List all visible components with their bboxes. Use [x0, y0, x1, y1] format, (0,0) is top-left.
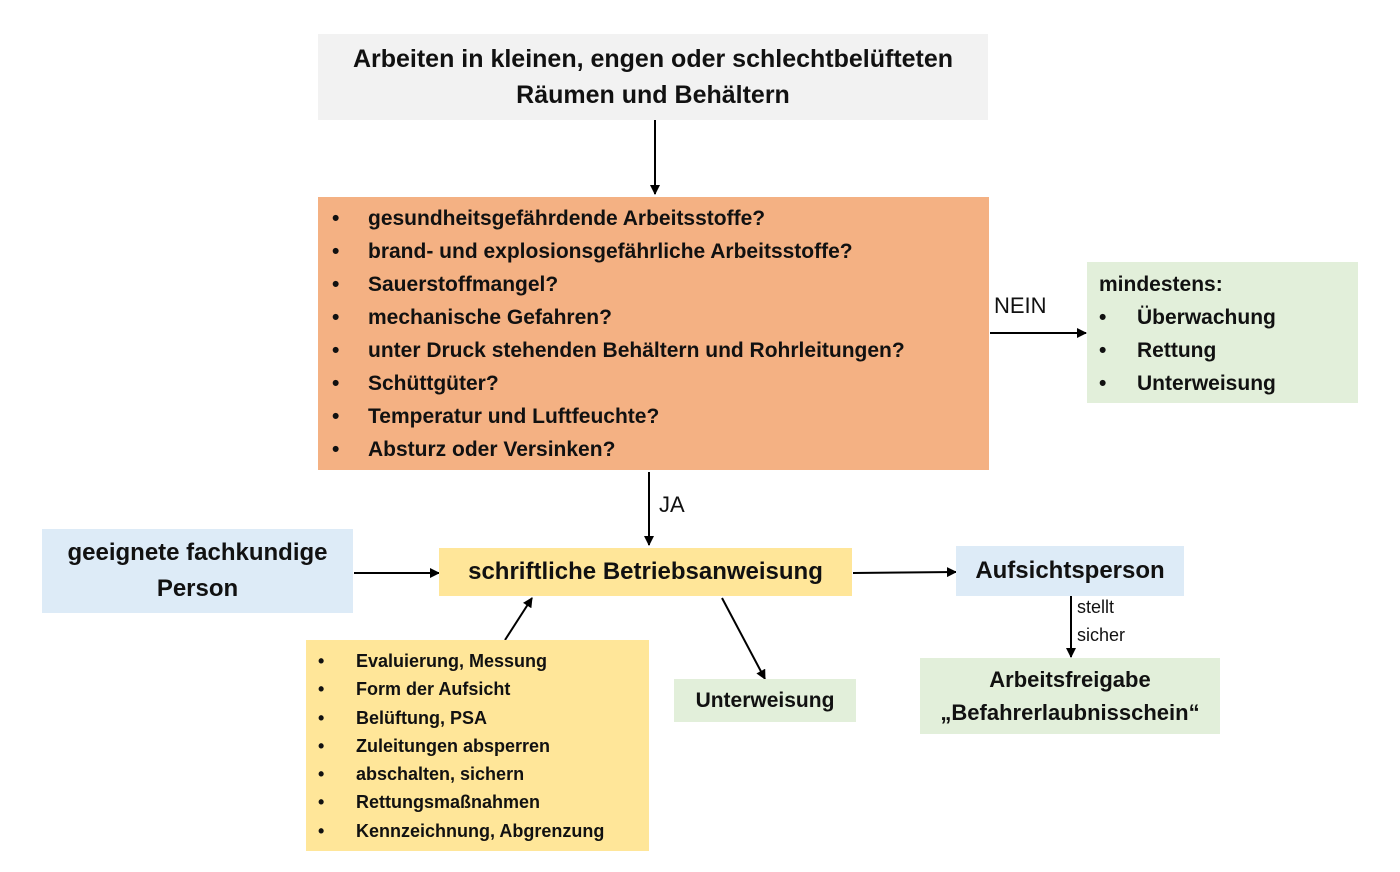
hazard-item: unter Druck stehenden Behältern und Rohr… [332, 334, 989, 367]
work-permit-box: Arbeitsfreigabe „Befahrerlaubnisschein“ [920, 658, 1220, 734]
measure-item: abschalten, sichern [318, 760, 649, 788]
hazard-item: Temperatur und Luftfeuchte? [332, 400, 989, 433]
hazard-item: mechanische Gefahren? [332, 301, 989, 334]
top-box-line1: Arbeiten in kleinen, engen oder schlecht… [352, 45, 954, 73]
hazard-item: brand- und explosionsgefährliche Arbeits… [332, 235, 989, 268]
minimum-box: mindestens: Überwachung Rettung Unterwei… [1087, 262, 1358, 403]
hazard-checklist-box: gesundheitsgefährdende Arbeitsstoffe? br… [318, 197, 989, 470]
measure-item: Rettungsmaßnahmen [318, 788, 649, 816]
measure-item: Zuleitungen absperren [318, 732, 649, 760]
measure-item: Evaluierung, Messung [318, 647, 649, 675]
supervisor-label: Aufsichtsperson [975, 557, 1165, 584]
work-permit-line2: „Befahrerlaubnisschein“ [940, 700, 1200, 725]
top-box-line2: Räumen und Behältern [516, 81, 790, 109]
stellt-sicher-label-2: sicher [1077, 625, 1126, 645]
qualified-person-line1: geeignete fachkundige [67, 539, 328, 566]
minimum-item: Unterweisung [1099, 367, 1358, 400]
measure-item: Belüftung, PSA [318, 704, 649, 732]
operating-instructions-label: schriftliche Betriebsanweisung [468, 558, 823, 585]
hazard-item: Sauerstoffmangel? [332, 268, 989, 301]
stellt-sicher-label-1: stellt [1077, 597, 1115, 617]
arrow-instruction-to-supervisor [852, 567, 957, 578]
training-box: Unterweisung [674, 679, 856, 722]
training-label: Unterweisung [695, 688, 835, 712]
measure-item: Kennzeichnung, Abgrenzung [318, 817, 649, 845]
minimum-item: Rettung [1099, 334, 1358, 367]
nein-label: NEIN [994, 293, 1047, 318]
operating-instructions-box: schriftliche Betriebsanweisung [439, 548, 852, 596]
hazard-item: gesundheitsgefährdende Arbeitsstoffe? [332, 202, 989, 235]
minimum-title: mindestens: [1099, 273, 1223, 296]
ja-label: JA [659, 492, 685, 517]
measures-box: Evaluierung, Messung Form der Aufsicht B… [306, 640, 649, 851]
supervisor-box: Aufsichtsperson [956, 546, 1184, 596]
qualified-person-line2: Person [156, 575, 239, 602]
minimum-item: Überwachung [1099, 301, 1358, 334]
work-permit-line1: Arbeitsfreigabe [989, 667, 1151, 692]
arrow-measures-to-instruction [504, 597, 533, 641]
top-box: Arbeiten in kleinen, engen oder schlecht… [318, 34, 988, 120]
qualified-person-box: geeignete fachkundige Person [42, 529, 353, 613]
arrow-instruction-to-training [721, 597, 766, 680]
measure-item: Form der Aufsicht [318, 675, 649, 703]
hazard-item: Schüttgüter? [332, 367, 989, 400]
hazard-item: Absturz oder Versinken? [332, 433, 989, 466]
